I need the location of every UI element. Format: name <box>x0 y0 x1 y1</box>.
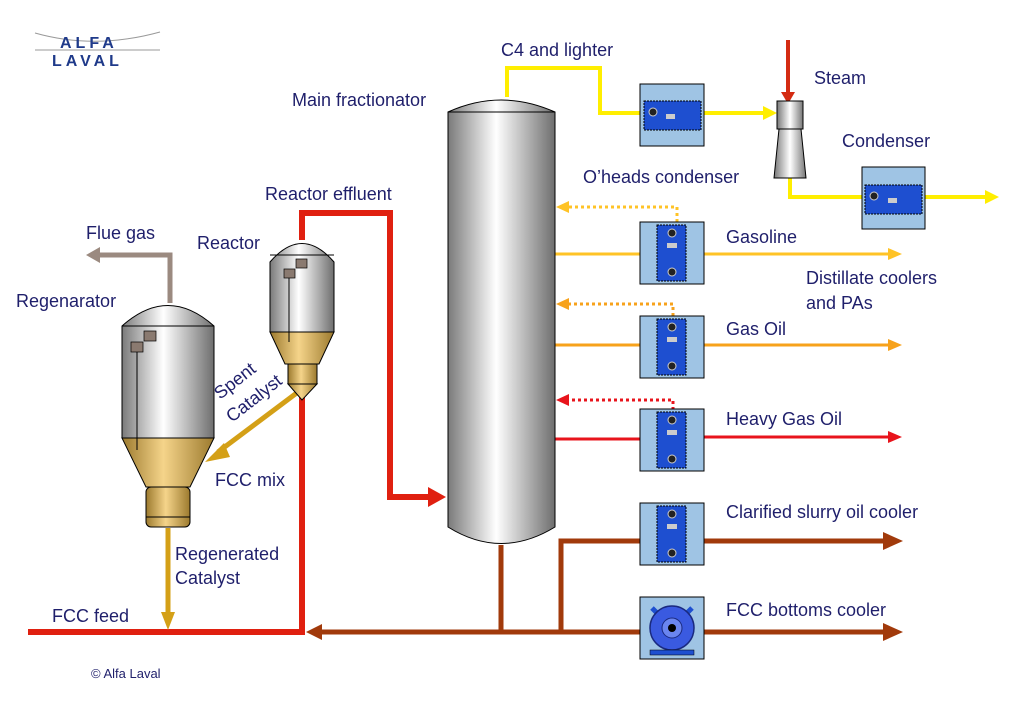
gas-oil-cooler-hx <box>639 315 705 379</box>
reactor-vessel <box>269 243 335 401</box>
label-reactor-effluent: Reactor effluent <box>265 184 392 204</box>
label-c4-and-lighter: C4 and lighter <box>501 40 613 60</box>
svg-text:ALFA: ALFA <box>60 35 118 52</box>
label-regenerator: Regenarator <box>16 291 116 311</box>
slurry-lines <box>306 532 903 641</box>
label-distillate-line2: and PAs <box>806 293 873 313</box>
label-gas-oil: Gas Oil <box>726 319 786 339</box>
overhead-line <box>505 66 999 204</box>
label-steam: Steam <box>814 68 866 88</box>
clarified-slurry-cooler-hx <box>639 502 705 566</box>
steam-line <box>781 40 795 104</box>
steam-ejector <box>773 100 807 179</box>
flue-gas-line <box>86 247 173 303</box>
fcc-bottoms-cooler-spiral-hx <box>639 596 705 660</box>
gasoline-draw <box>555 201 902 260</box>
label-clarified-slurry: Clarified slurry oil cooler <box>726 502 918 522</box>
heavy-gas-oil-cooler-hx <box>639 408 705 472</box>
alfa-laval-logo: ALFA LAVAL <box>34 31 161 70</box>
label-heavy-gas-oil: Heavy Gas Oil <box>726 409 842 429</box>
svg-text:LAVAL: LAVAL <box>52 53 123 70</box>
label-fcc-feed: FCC feed <box>52 606 129 626</box>
oheads-condenser-hx <box>639 83 705 147</box>
label-regenerated: Regenerated <box>175 544 279 564</box>
label-condenser: Condenser <box>842 131 930 151</box>
label-flue-gas: Flue gas <box>86 223 155 243</box>
reactor-effluent-line <box>299 210 446 507</box>
condenser-hx <box>861 166 926 230</box>
copyright: © Alfa Laval <box>91 666 161 681</box>
label-oheads-condenser: O’heads condenser <box>583 167 739 187</box>
label-fcc-mix: FCC mix <box>215 470 285 490</box>
main-fractionator <box>447 99 556 544</box>
gasoline-cooler-hx <box>639 221 705 285</box>
regenerator-vessel <box>121 305 215 528</box>
catalyst-lines <box>161 390 300 630</box>
gas-oil-draw <box>551 298 902 351</box>
heavy-gas-oil-draw <box>551 394 902 443</box>
label-distillate-line1: Distillate coolers <box>806 268 937 288</box>
label-reactor: Reactor <box>197 233 260 253</box>
label-fcc-bottoms-cooler: FCC bottoms cooler <box>726 600 886 620</box>
label-regenerated-catalyst: Catalyst <box>175 568 240 588</box>
label-gasoline: Gasoline <box>726 227 797 247</box>
label-main-fractionator: Main fractionator <box>292 90 426 110</box>
